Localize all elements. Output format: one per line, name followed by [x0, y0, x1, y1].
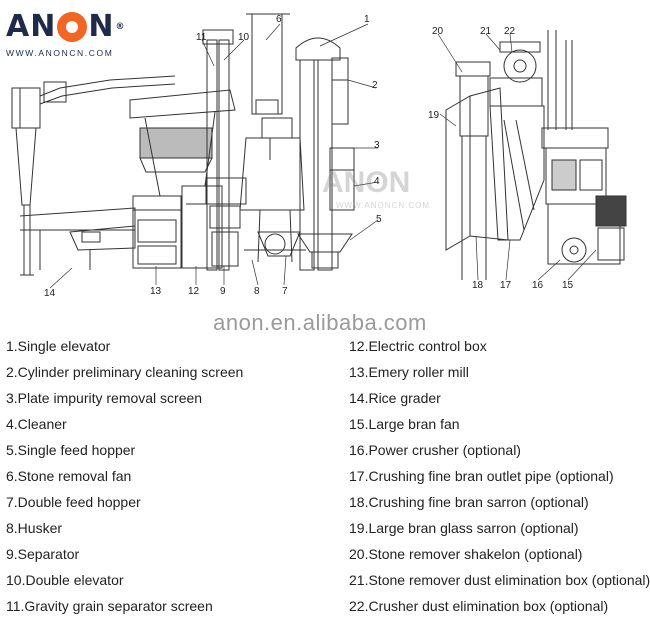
double-feed-hopper	[257, 231, 301, 257]
rice-grader	[19, 207, 136, 270]
legend-item: 20.Stone remover shakelon (optional)	[349, 546, 583, 562]
logo-letter-a: A	[6, 9, 31, 44]
callout-10: 10	[238, 32, 250, 43]
rice-mill-body	[541, 127, 621, 265]
shakelon-frame	[455, 61, 491, 280]
watermark-website: WWW.ANONCN.COM	[336, 201, 430, 210]
legend-item: 22.Crusher dust elimination box (optiona…	[349, 598, 609, 614]
legend-item: 6.Stone removal fan	[6, 468, 132, 484]
legend-item: 16.Power crusher (optional)	[349, 442, 521, 458]
single-elevator	[295, 37, 341, 271]
callout-17: 17	[500, 280, 512, 291]
legend-column-right: 12.Electric control box 13.Emery roller …	[349, 333, 650, 619]
callout-19: 19	[428, 110, 440, 121]
callout-21: 21	[480, 26, 492, 37]
callout-15: 15	[562, 280, 574, 291]
legend-item: 21.Stone remover dust elimination box (o…	[349, 572, 650, 588]
power-crusher	[595, 195, 627, 261]
large-bran-glass-sarron	[445, 87, 509, 251]
dust-duct	[39, 75, 176, 105]
stone-removal-fan	[246, 13, 293, 160]
legend-item: 14.Rice grader	[349, 390, 441, 406]
legend-item: 15.Large bran fan	[349, 416, 460, 432]
callout-5: 5	[376, 214, 382, 225]
callout-16: 16	[532, 280, 544, 291]
bran-sarron-cone	[489, 105, 545, 241]
logo-letter-n-2: N	[88, 9, 115, 44]
callout-11: 11	[196, 32, 207, 43]
legend-item: 10.Double elevator	[6, 572, 124, 588]
cleaner-unit	[329, 147, 355, 211]
legend-item: 3.Plate impurity removal screen	[6, 390, 203, 406]
callout-14: 14	[44, 288, 56, 299]
legend-item: 4.Cleaner	[6, 416, 67, 432]
watermark-url: anon.en.alibaba.com	[213, 310, 427, 335]
registered-mark: ®	[115, 22, 126, 32]
logo-letter-o	[57, 12, 88, 42]
logo-letter-n: N	[30, 9, 57, 44]
callout-2: 2	[372, 80, 378, 91]
separator-unit	[181, 177, 247, 269]
legend-item: 17.Crushing fine bran outlet pipe (optio…	[349, 468, 614, 484]
legend-item: 9.Separator	[6, 546, 80, 562]
double-elevator	[202, 29, 234, 271]
callout-22: 22	[504, 26, 516, 37]
logo-website: WWW.ANONCN.COM	[6, 48, 114, 58]
legend-item: 11.Gravity grain separator screen	[6, 598, 213, 614]
watermark-brand: ANON	[322, 166, 410, 199]
callout-3: 3	[374, 140, 380, 151]
machine-diagram: 1 2 3 4 5 6 7 8 9 10 11 12 13 14 15 16 1…	[11, 13, 627, 299]
crusher-fan-box	[489, 41, 543, 107]
cylinder-cleaning-screen	[331, 57, 349, 125]
legend-item: 18.Crushing fine bran sarron (optional)	[349, 494, 589, 510]
legend-item: 2.Cylinder preliminary cleaning screen	[6, 364, 244, 380]
legend-column-left: 1.Single elevator 2.Cylinder preliminary…	[6, 333, 349, 619]
callout-20: 20	[432, 26, 444, 37]
legend-item: 8.Husker	[6, 520, 63, 536]
tall-pipe	[547, 30, 573, 130]
callout-13: 13	[150, 286, 162, 297]
callout-7: 7	[282, 286, 288, 297]
callout-8: 8	[254, 286, 260, 297]
legend-item: 13.Emery roller mill	[349, 364, 469, 380]
callout-12: 12	[188, 286, 200, 297]
legend-item: 12.Electric control box	[349, 338, 487, 354]
legend-item: 19.Large bran glass sarron (optional)	[349, 520, 579, 536]
legend-item: 7.Double feed hopper	[6, 494, 141, 510]
gravity-separator-screen	[129, 89, 236, 197]
callout-9: 9	[220, 286, 226, 297]
stone-remover-frame	[239, 137, 306, 263]
legend-item: 1.Single elevator	[6, 338, 111, 354]
callout-6: 6	[276, 14, 282, 25]
emery-roller-mill	[132, 195, 182, 269]
callout-18: 18	[472, 280, 484, 291]
single-feed-hopper	[297, 233, 353, 269]
callout-4: 4	[374, 176, 380, 187]
parts-legend: 1.Single elevator 2.Cylinder preliminary…	[6, 333, 650, 619]
legend-item: 5.Single feed hopper	[6, 442, 136, 458]
callout-1: 1	[364, 14, 370, 25]
brand-logo: A N N ® WWW.ANONCN.COM	[6, 10, 156, 62]
cyclone-separator	[11, 87, 41, 276]
